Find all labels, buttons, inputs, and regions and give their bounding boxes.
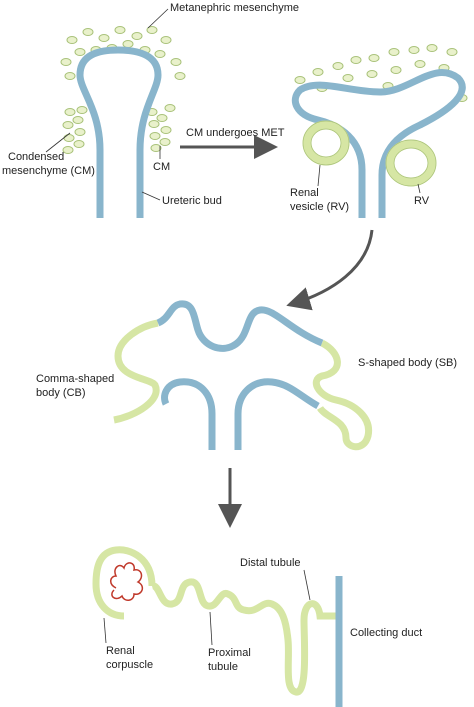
cm-label: CM: [153, 161, 170, 173]
metanephric-mesenchyme-cells: [60, 26, 186, 154]
met-arrow-label: CM undergoes MET: [186, 127, 285, 139]
renal-vesicle-label-line1: Renal: [290, 187, 319, 199]
metanephric-mesenchyme-label: Metanephric mesenchyme: [170, 2, 299, 14]
t-shaped-ureteric-bud: [292, 69, 466, 218]
panel-s-shaped-body: [113, 300, 373, 451]
lower-right-blue-segment: [234, 378, 320, 450]
panel-renal-vesicle: [292, 44, 468, 218]
condensed-mesenchyme-label-line1: Condensed: [8, 151, 64, 163]
rv-label: RV: [414, 195, 430, 207]
bowman-capsule: [92, 546, 156, 620]
renal-vesicle-right: [385, 139, 437, 187]
upper-blue-segment: [156, 300, 324, 352]
ureteric-bud-tube: [76, 46, 162, 218]
comma-body-label-line2: body (CB): [36, 387, 86, 399]
renal-vesicle-label-line2: vesicle (RV): [290, 201, 349, 213]
curved-arrow: [286, 229, 374, 311]
proximal-tubule-label-line2: tubule: [208, 661, 238, 673]
panel-mature-nephron: [92, 546, 343, 707]
renal-vesicle-left: [302, 120, 350, 166]
comma-body-label-line1: Comma-shaped: [36, 373, 114, 385]
distal-tubule: [300, 600, 336, 621]
comma-shaped-body: [113, 319, 160, 424]
proximal-tubule-label-line1: Proximal: [208, 647, 251, 659]
distal-tubule-label: Distal tubule: [240, 557, 301, 569]
condensed-mesenchyme-label-line2: mesenchyme (CM): [2, 165, 95, 177]
panel-ureteric-bud: [60, 26, 186, 218]
glomerulus: [110, 562, 144, 601]
s-body-label: S-shaped body (SB): [358, 357, 457, 369]
proximal-tubule: [151, 578, 309, 696]
ureteric-bud-label: Ureteric bud: [162, 195, 222, 207]
renal-corpuscle-label-line2: corpuscle: [106, 659, 153, 671]
s-shaped-body: [312, 339, 373, 451]
collecting-duct-label: Collecting duct: [350, 627, 422, 639]
renal-corpuscle-label-line1: Renal: [106, 645, 135, 657]
lower-left-blue-segment: [161, 378, 216, 450]
